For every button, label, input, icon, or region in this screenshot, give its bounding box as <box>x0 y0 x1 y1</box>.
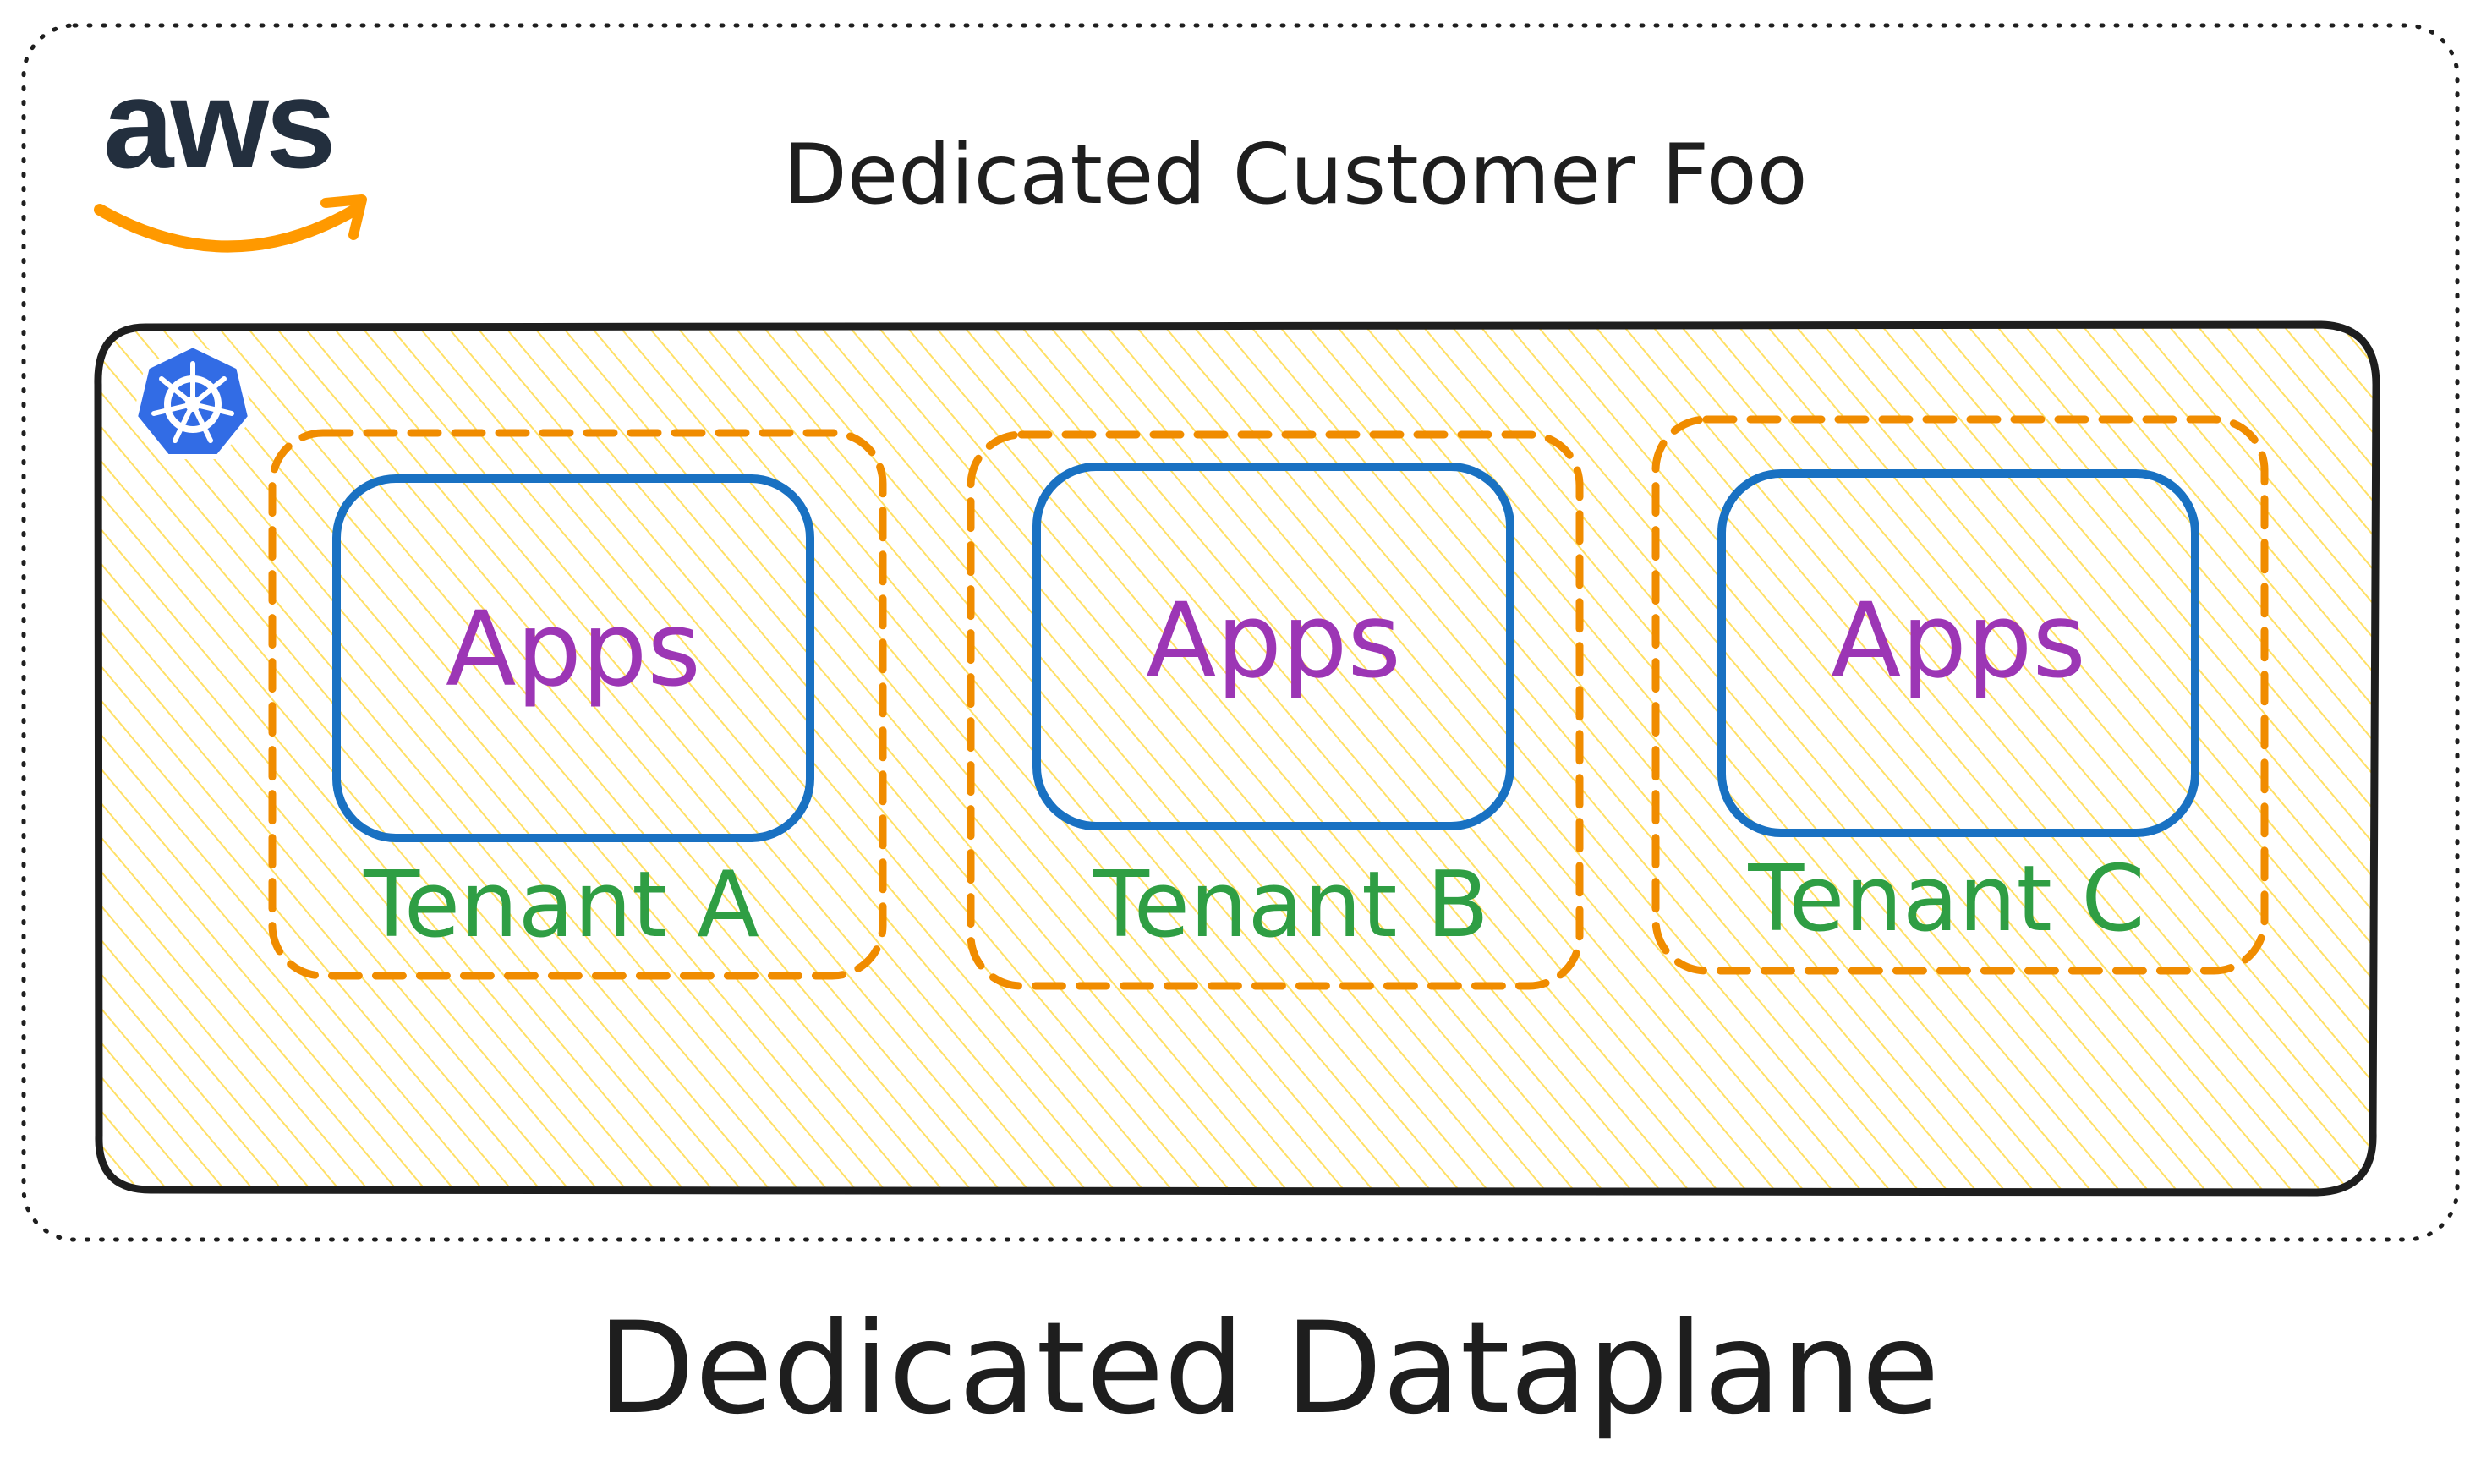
cluster-box <box>94 320 2380 1197</box>
tenant-c: Apps Tenant C <box>1651 415 2269 975</box>
tenant-b-app-box <box>1032 463 1514 830</box>
tenant-b-border <box>967 430 1584 990</box>
tenant-a-app-label: Apps <box>446 589 701 709</box>
aws-logo: aws <box>94 52 367 253</box>
diagram-caption: Dedicated Dataplane <box>597 1295 1939 1443</box>
aws-smile-arrow-icon <box>320 194 367 240</box>
kubernetes-icon <box>133 342 253 459</box>
aws-logo-text: aws <box>103 52 333 194</box>
aws-smile-icon <box>94 204 361 253</box>
tenant-a-label: Tenant A <box>363 852 759 958</box>
tenant-c-app-label: Apps <box>1831 581 2086 701</box>
tenant-c-label: Tenant C <box>1747 846 2144 952</box>
tenant-b: Apps Tenant B <box>967 430 1584 990</box>
tenant-a: Apps Tenant A <box>268 429 887 980</box>
customer-region-title: Dedicated Customer Foo <box>783 127 1807 223</box>
tenant-b-app-label: Apps <box>1146 581 1401 701</box>
tenant-c-app-box <box>1717 469 2199 837</box>
tenant-b-label: Tenant B <box>1093 852 1489 958</box>
tenant-a-app-box <box>332 474 814 842</box>
customer-region-border <box>21 23 2460 1242</box>
tenant-a-border <box>268 429 887 980</box>
tenant-c-border <box>1651 415 2269 975</box>
